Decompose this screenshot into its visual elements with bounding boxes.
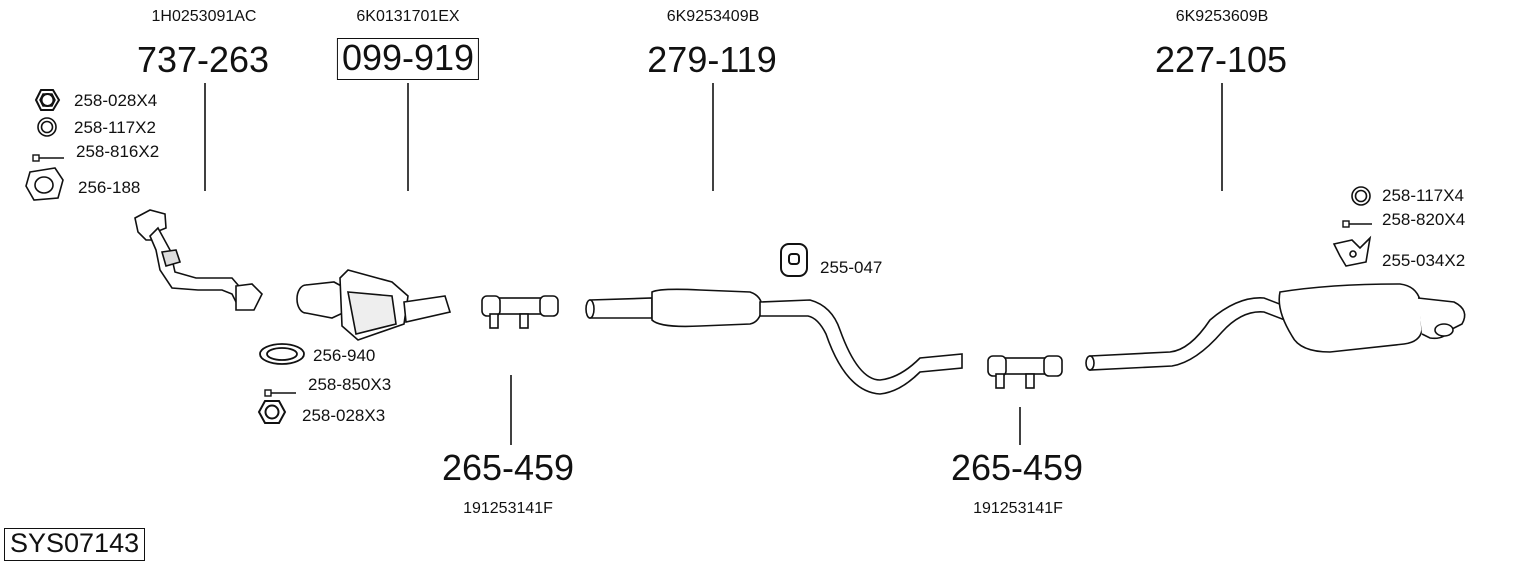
- catalytic-converter-drawing: [296, 269, 452, 341]
- accessory-label-rear-bolt[interactable]: 258-820X4: [1382, 210, 1466, 229]
- accessory-label-front-ring[interactable]: 258-117X2: [74, 118, 156, 137]
- accessory-label-front-nut[interactable]: 258-028X4: [74, 91, 158, 110]
- bracket-icon: [1332, 235, 1372, 267]
- bolt-icon: [1342, 220, 1372, 228]
- pipe-clamp-drawing: [481, 295, 559, 329]
- nut-icon: [257, 400, 287, 424]
- accessory-label-rear-ring[interactable]: 258-117X4: [1382, 186, 1464, 205]
- part-number-265-459-b[interactable]: 265-459: [950, 447, 1084, 488]
- rear-silencer-drawing: [1085, 283, 1466, 371]
- system-code: SYS07143: [4, 528, 146, 561]
- nut-icon: [34, 89, 61, 111]
- bolt-icon: [264, 389, 296, 397]
- ring-gasket-icon: [259, 343, 305, 365]
- oem-number-265-459-a: 191253141F: [463, 500, 553, 517]
- accessory-label-mid-hanger[interactable]: 255-047: [820, 258, 883, 277]
- part-number-265-459-a[interactable]: 265-459: [441, 447, 575, 488]
- gasket-icon: [25, 167, 64, 201]
- pipe-clamp-drawing: [987, 355, 1063, 389]
- accessory-label-front-gasket[interactable]: 256-188: [78, 178, 141, 197]
- washer-ring-icon: [37, 117, 57, 137]
- oem-number-279-119: 6K9253409B: [666, 8, 760, 25]
- accessory-label-cat-bolt[interactable]: 258-850X3: [308, 375, 392, 394]
- accessory-label-front-bolt[interactable]: 258-816X2: [76, 142, 160, 161]
- part-number-099-919[interactable]: 099-919: [336, 38, 480, 80]
- middle-silencer-drawing: [585, 288, 963, 395]
- accessory-label-rear-bracket[interactable]: 255-034X2: [1382, 251, 1466, 270]
- accessory-label-cat-ring-gasket[interactable]: 256-940: [313, 346, 376, 365]
- part-number-737-263[interactable]: 737-263: [136, 39, 270, 80]
- part-number-279-119[interactable]: 279-119: [647, 39, 777, 80]
- washer-ring-icon: [1351, 186, 1371, 206]
- oem-number-265-459-b: 191253141F: [973, 500, 1063, 517]
- front-pipe-drawing: [134, 209, 263, 311]
- accessory-label-cat-nut[interactable]: 258-028X3: [302, 406, 386, 425]
- part-number-227-105[interactable]: 227-105: [1154, 39, 1288, 80]
- rubber-hanger-icon: [780, 243, 808, 277]
- oem-number-099-919: 6K0131701EX: [356, 8, 460, 25]
- bolt-icon: [32, 154, 64, 162]
- oem-number-227-105: 6K9253609B: [1175, 8, 1269, 25]
- oem-number-737-263: 1H0253091AC: [151, 8, 257, 25]
